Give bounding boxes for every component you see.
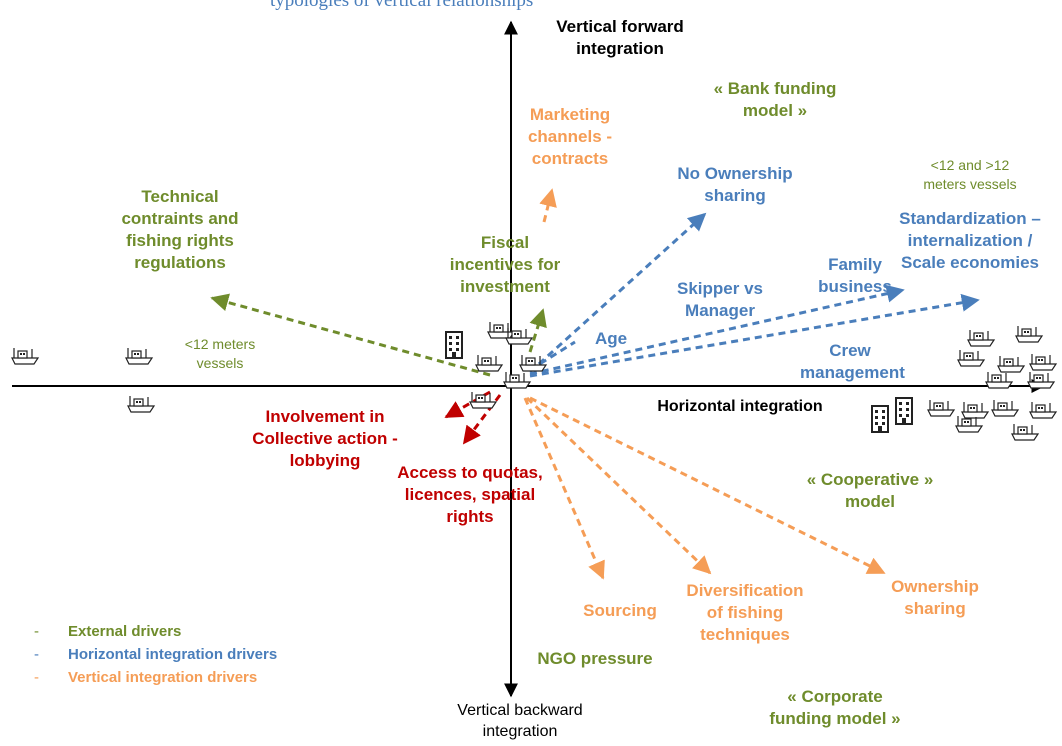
boat-icon [957,349,985,367]
label-vessels-both: <12 and >12 meters vessels [923,157,1017,192]
boat-icon [961,401,989,419]
boat-icon [985,371,1013,389]
label-access: Access to quotas, licences, spatial righ… [397,463,543,526]
label-cooperative: « Cooperative » model [806,470,934,511]
boat-icon [1011,423,1039,441]
arrow-marketing [539,188,557,223]
arrow-no-ownership [528,212,707,374]
legend-item-horizontal: - Horizontal integration drivers [34,646,278,663]
label-age: Age [594,329,628,348]
building-icon [895,397,913,425]
arrow-technical [210,293,491,377]
boat-icon [475,354,503,372]
boat-icon [11,347,39,365]
label-corporate-funding: « Corporate funding model » [769,687,901,728]
building-icon [871,405,889,433]
label-bank-funding: « Bank funding model » [713,79,837,120]
label-marketing: Marketing channels - contracts [527,105,613,168]
boat-icon [1029,353,1057,371]
axis-label-horizontal: Horizontal integration [657,398,823,415]
label-technical: Technical contraints and fishing rights … [121,187,239,272]
boat-icon [997,355,1025,373]
arrow-sourcing [523,397,605,580]
arrow-family-business [529,284,905,376]
arrow-access [462,394,502,445]
legend: - External drivers - Horizontal integrat… [34,620,277,689]
boat-icon [927,399,955,417]
label-family-business: Family business [818,255,892,296]
label-standardization: Standardization – internalization / Scal… [899,209,1041,272]
label-crew: Crew management [800,341,905,382]
arrow-diversification [525,396,712,575]
arrow-age [529,340,576,372]
label-ngo: NGO pressure [537,649,653,668]
legend-item-external: - External drivers [34,623,182,640]
label-no-ownership: No Ownership sharing [677,164,793,205]
label-sourcing: Sourcing [583,601,657,620]
axis-label-forward: Vertical forward integration [556,17,684,58]
arrow-ownership-sharing [529,396,886,575]
building-icon [445,331,463,359]
arrow-involvement [444,390,491,419]
boat-icon [127,395,155,413]
boat-icon [967,329,995,347]
label-diversification: Diversification of fishing techniques [686,581,804,644]
title-fragment: typologies of vertical relationships [270,0,534,11]
boat-icon [1015,325,1043,343]
arrow-standardization [529,293,980,378]
label-skipper: Skipper vs Manager [677,279,763,320]
legend-item-vertical: - Vertical integration drivers [34,669,258,686]
axis-label-backward: Vertical backward integration [457,702,583,740]
label-involvement: Involvement in Collective action - lobby… [252,407,398,470]
boat-icon [503,371,531,389]
arrow-fiscal [528,308,547,353]
label-small-vessels: <12 meters vessels [184,336,256,371]
label-fiscal: Fiscal incentives for investment [449,233,561,296]
boat-icon [991,399,1019,417]
boat-icon [125,347,153,365]
label-ownership-sharing: Ownership sharing [891,577,979,618]
boat-icon [1027,371,1055,389]
boat-icon [1029,401,1057,419]
